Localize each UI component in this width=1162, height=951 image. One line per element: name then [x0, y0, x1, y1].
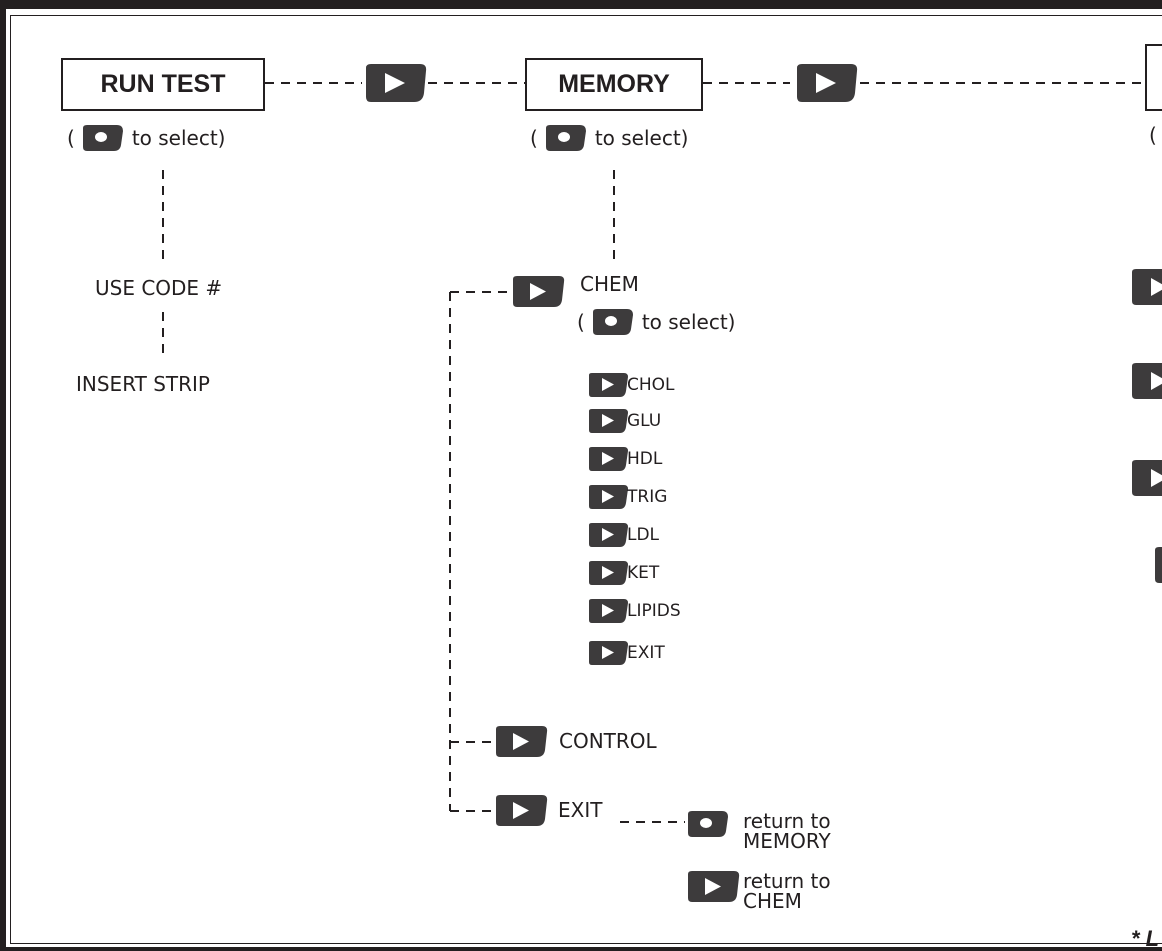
next-arrow-icon — [589, 447, 628, 471]
next-arrow-icon — [688, 871, 740, 902]
next-button-2 — [793, 63, 859, 104]
partial-next-button-4 — [1152, 546, 1162, 584]
return-chem-line-1: return to — [743, 869, 831, 893]
next-arrow-icon — [1132, 460, 1162, 496]
next-arrow-icon — [496, 726, 548, 757]
select-button-icon — [545, 125, 586, 151]
chem-item-next-button — [587, 522, 629, 548]
chem-item-next-button — [587, 408, 629, 434]
partial-mode-box — [1145, 44, 1162, 111]
exit-next-button — [493, 794, 549, 828]
select-hint-text: to select) — [594, 126, 689, 150]
exit-label: EXIT — [558, 798, 603, 822]
partial-next-button-2 — [1129, 362, 1162, 400]
next-arrow-icon — [589, 599, 628, 623]
chem-item-label-exit: EXIT — [627, 643, 665, 663]
next-arrow-icon — [1132, 269, 1162, 305]
control-label: CONTROL — [559, 729, 657, 753]
select-button-icon — [688, 811, 728, 837]
run-test-select-hint: ( to select) — [67, 125, 225, 151]
insert-strip-label: INSERT STRIP — [76, 372, 210, 396]
next-arrow-icon — [797, 64, 858, 102]
chem-item-label-ket: KET — [627, 563, 660, 583]
chem-item-next-button — [587, 372, 629, 398]
select-button-icon — [82, 125, 123, 151]
next-arrow-icon — [366, 64, 427, 102]
next-arrow-icon — [589, 561, 628, 585]
chem-item-label-glu: GLU — [627, 411, 662, 431]
chem-item-next-button — [587, 598, 629, 624]
memory-label: MEMORY — [558, 70, 670, 98]
return-chem-line-2: CHEM — [743, 889, 802, 913]
chem-next-button — [510, 275, 566, 309]
return-chem-next-button — [685, 870, 741, 904]
control-next-button — [493, 725, 549, 759]
chem-label: CHEM — [580, 272, 639, 296]
next-arrow-icon — [496, 795, 548, 826]
next-arrow-icon — [589, 409, 628, 433]
chem-item-next-button — [587, 484, 629, 510]
chem-item-label-trig: TRIG — [627, 487, 668, 507]
return-memory-line-1: return to — [743, 809, 831, 833]
chem-item-label-ldl: LDL — [627, 525, 660, 545]
chem-item-label-lipids: LIPIDS — [627, 601, 681, 621]
chem-item-label-hdl: HDL — [627, 449, 663, 469]
partial-footnote: * L — [1131, 926, 1160, 951]
exit-select-button — [685, 811, 729, 837]
open-paren: ( — [530, 126, 538, 150]
use-code-label: USE CODE # — [95, 276, 223, 300]
next-arrow-icon — [1132, 363, 1162, 399]
next-arrow-icon — [589, 641, 628, 665]
return-chem-label: return to CHEM — [743, 871, 831, 911]
chem-select-hint: ( to select) — [577, 309, 735, 335]
next-button-1 — [362, 63, 428, 104]
select-hint-text: to select) — [131, 126, 226, 150]
chem-item-label-chol: CHOL — [627, 375, 675, 395]
chem-item-next-button — [587, 560, 629, 586]
next-arrow-icon — [589, 523, 628, 547]
diagram-inner-frame — [10, 15, 1162, 944]
partial-next-button-1 — [1129, 268, 1162, 306]
chem-item-next-button — [587, 446, 629, 472]
open-paren: ( — [577, 310, 585, 334]
next-arrow-icon — [589, 485, 628, 509]
memory-box: MEMORY — [525, 58, 703, 111]
partial-open-paren: ( — [1149, 123, 1157, 147]
open-paren: ( — [67, 126, 75, 150]
next-arrow-icon — [513, 276, 565, 307]
run-test-label: RUN TEST — [100, 70, 226, 98]
partial-next-button-3 — [1129, 459, 1162, 497]
select-hint-text: to select) — [641, 310, 736, 334]
next-arrow-icon — [589, 373, 628, 397]
next-arrow-icon — [1155, 547, 1162, 583]
select-button-icon — [592, 309, 633, 335]
chem-item-next-button — [587, 640, 629, 666]
return-memory-label: return to MEMORY — [743, 811, 831, 851]
run-test-box: RUN TEST — [61, 58, 265, 111]
memory-select-hint: ( to select) — [530, 125, 688, 151]
return-memory-line-2: MEMORY — [743, 829, 831, 853]
